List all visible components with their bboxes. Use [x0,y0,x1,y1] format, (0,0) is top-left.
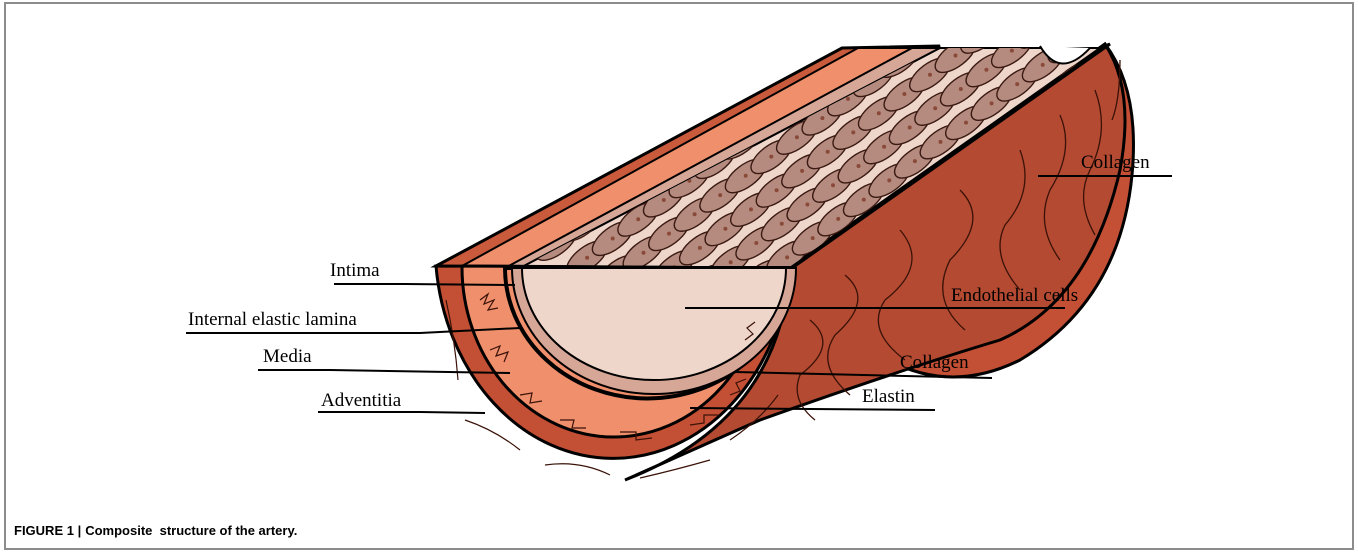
cell-nucleus [585,256,589,260]
endothelial-cell [837,0,889,36]
cell-nucleus [939,140,943,144]
cell-nucleus [862,198,866,202]
label-collagen-media: Collagen [900,352,969,373]
cell-nucleus [769,155,773,159]
endothelial-cell [1006,0,1058,21]
cell-nucleus [693,212,697,216]
endothelial-cell [950,0,1002,26]
figure-number: FIGURE 1 | [14,523,81,538]
cell-nucleus [820,116,824,120]
cell-nucleus [877,111,881,115]
cell-nucleus [964,121,968,125]
cell-nucleus [826,150,830,154]
label-collagen-outer: Collagen [1081,152,1150,173]
cell-nucleus [917,6,921,10]
cell-nucleus [811,236,815,240]
cell-nucleus [857,164,861,168]
cell-nucleus [887,178,891,182]
cell-nucleus [667,232,671,236]
cell-nucleus [805,203,809,207]
cell-nucleus [959,87,963,91]
label-elastin: Elastin [862,386,915,407]
label-internal-elastic-lamina: Internal elastic lamina [188,309,357,330]
cell-nucleus [784,68,788,72]
cell-nucleus [780,222,784,226]
cell-nucleus [836,217,840,221]
cell-nucleus [948,20,952,24]
cell-nucleus [775,188,779,192]
cell-nucleus [754,241,758,245]
label-endothelial-cells: Endothelial cells [951,285,1078,306]
cell-nucleus [749,207,753,211]
cell-nucleus [892,25,896,29]
cell-nucleus [923,39,927,43]
figure-caption-text: Composite structure of the artery. [85,523,297,538]
cell-nucleus [1005,15,1009,19]
cell-nucleus [979,34,983,38]
endothelial-cell [863,0,915,16]
cell-nucleus [836,30,840,34]
endothelial-cell [919,0,971,12]
cell-nucleus [662,198,666,202]
cell-nucleus [1041,63,1045,67]
label-media: Media [263,346,312,367]
cell-nucleus [800,169,804,173]
figure-caption: FIGURE 1 | Composite structure of the art… [14,523,297,538]
cell-nucleus [1036,29,1040,33]
cell-nucleus [698,246,702,250]
cell-nucleus [913,159,917,163]
cell-nucleus [902,92,906,96]
cell-nucleus [851,130,855,134]
cell-nucleus [984,68,988,72]
label-intima: Intima [330,260,380,281]
cell-nucleus [795,135,799,139]
cell-nucleus [718,193,722,197]
cell-nucleus [990,101,994,105]
endothelial-cell [868,4,920,50]
cell-nucleus [933,106,937,110]
endothelial-cell [925,0,977,45]
cell-nucleus [810,49,814,53]
endothelial-cell [894,0,946,31]
cell-nucleus [846,97,850,101]
cell-nucleus [1010,49,1014,53]
cell-nucleus [729,260,733,264]
cell-nucleus [831,183,835,187]
cell-nucleus [861,10,865,14]
cell-nucleus [744,174,748,178]
cell-nucleus [785,255,789,259]
cell-nucleus [928,73,932,77]
cell-nucleus [636,217,640,221]
cell-nucleus [611,237,615,241]
cell-nucleus [642,251,646,255]
cell-nucleus [908,126,912,130]
cell-nucleus [954,54,958,58]
cell-nucleus [723,227,727,231]
endothelial-cell [981,0,1033,40]
endothelial-cell [976,0,1028,7]
cell-nucleus [882,145,886,149]
label-adventitia: Adventitia [321,390,402,411]
cell-nucleus [1015,82,1019,86]
cell-nucleus [974,1,978,5]
